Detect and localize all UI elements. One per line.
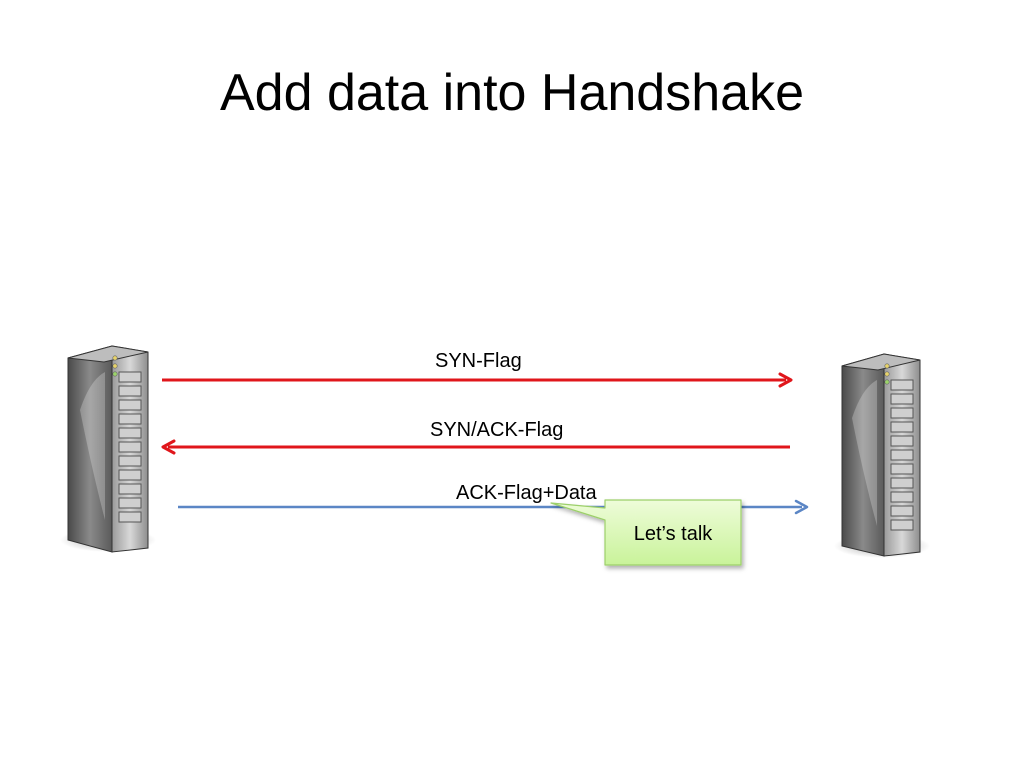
syn-ack-arrow [161, 439, 790, 455]
syn-arrow [162, 372, 793, 388]
right-server-icon [834, 353, 930, 558]
slide-title: Add data into Handshake [220, 64, 804, 122]
callout-bubble [550, 499, 742, 566]
ack-data-label: ACK-Flag+Data [456, 482, 597, 504]
left-server-icon [60, 345, 156, 553]
syn-ack-label: SYN/ACK-Flag [430, 419, 563, 441]
syn-label: SYN-Flag [435, 350, 522, 372]
callout-text: Let’s talk [634, 523, 714, 545]
